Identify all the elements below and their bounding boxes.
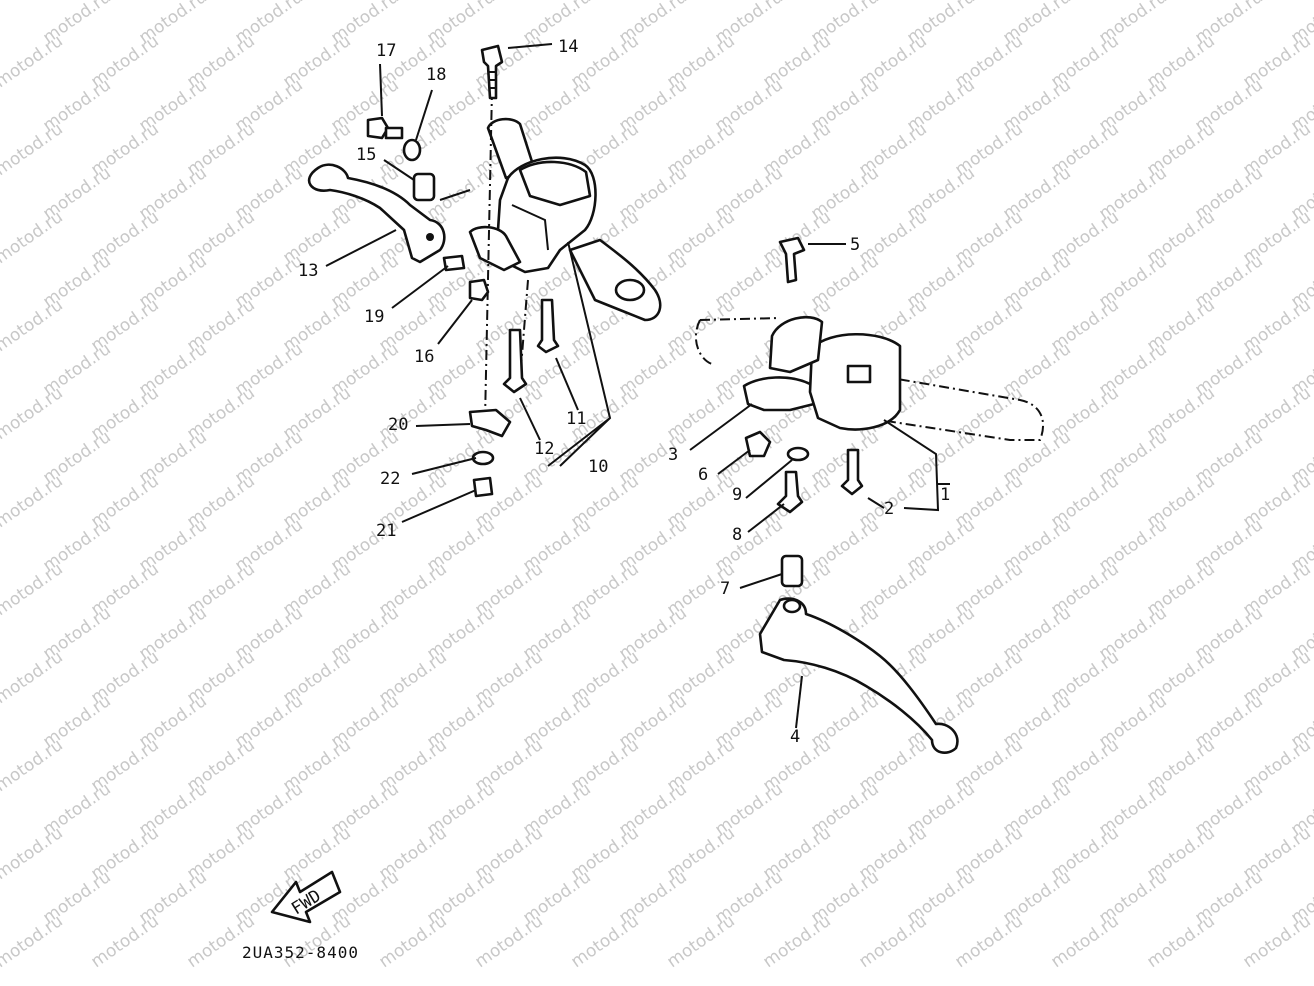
watermark-text: motod.ru xyxy=(0,295,67,356)
callout-14: 14 xyxy=(558,37,578,57)
callout-4: 4 xyxy=(790,727,800,747)
callout-10: 10 xyxy=(588,457,608,477)
watermark-text: motod.ru xyxy=(0,823,67,884)
watermark-text: motod.ru xyxy=(279,911,354,972)
clutch-lever xyxy=(758,597,959,754)
nut-6 xyxy=(744,430,772,458)
diagram-code: 2UA352-8400 xyxy=(242,943,359,962)
watermark-text: motod.ru xyxy=(0,647,67,708)
brake-switch-20 xyxy=(468,408,512,438)
collar-7 xyxy=(780,554,804,588)
fwd-arrow-icon: FWD xyxy=(270,870,342,924)
watermark-text: motod.ru xyxy=(471,911,546,972)
left-assembly xyxy=(307,43,662,523)
watermark-text: motod.ru xyxy=(759,911,834,972)
watermark-text: motod.ru xyxy=(567,911,642,972)
callout-5: 5 xyxy=(850,235,860,255)
spring-19 xyxy=(442,254,466,272)
callout-15: 15 xyxy=(356,145,376,165)
callout-2: 2 xyxy=(884,499,894,519)
watermark-text: motod.ru xyxy=(855,911,930,972)
washer-18 xyxy=(402,138,422,162)
callout-20: 20 xyxy=(388,415,408,435)
watermark-text: motod.ru xyxy=(0,383,67,444)
right-handlebar-outline xyxy=(694,317,1045,441)
watermark-text: motod.ru xyxy=(0,207,67,268)
watermark-text: motod.ru xyxy=(1239,911,1314,972)
watermark-text: motod.ru xyxy=(0,0,67,4)
watermark-text: motod.ru xyxy=(0,471,67,532)
callout-22: 22 xyxy=(380,469,400,489)
bolt-11 xyxy=(536,298,560,354)
brake-lever xyxy=(307,163,446,264)
callouts: 1 2 3 4 5 6 7 8 9 10 11 12 13 14 15 16 1… xyxy=(298,37,950,747)
collar-15 xyxy=(412,172,436,202)
callout-16: 16 xyxy=(414,347,434,367)
watermark-text: motod.ru xyxy=(1143,911,1218,972)
master-cylinder-bracket xyxy=(468,225,522,272)
fitting-hole xyxy=(614,278,646,302)
watermark-text: motod.ru xyxy=(0,31,67,92)
watermark-text: motod.ru xyxy=(183,911,258,972)
screw-5 xyxy=(778,236,806,284)
watermark-text: motod.ru xyxy=(87,911,162,972)
callout-12: 12 xyxy=(534,439,554,459)
left-centerline xyxy=(484,89,493,421)
callout-7: 7 xyxy=(720,579,730,599)
watermark-text: motod.ru xyxy=(0,559,67,620)
callout-1: 1 xyxy=(940,485,950,505)
bolt-8 xyxy=(776,470,804,514)
spring-17 xyxy=(384,126,404,140)
callout-6: 6 xyxy=(698,465,708,485)
watermark-text: motod.ru xyxy=(0,911,67,972)
watermark-text: motod.ru xyxy=(951,911,1026,972)
watermark-text: motod.ru xyxy=(1047,911,1122,972)
callout-3: 3 xyxy=(668,445,678,465)
washer-9 xyxy=(786,446,810,462)
nut-16 xyxy=(468,278,490,302)
watermark-text: motod.ru xyxy=(0,735,67,796)
screw-21 xyxy=(472,476,494,498)
callout-18: 18 xyxy=(426,65,446,85)
screw-2 xyxy=(840,448,864,496)
watermark-text: motod.ru xyxy=(663,911,738,972)
callout-9: 9 xyxy=(732,485,742,505)
clutch-perch xyxy=(742,376,816,412)
callout-13: 13 xyxy=(298,261,318,281)
watermark-text: motod.ru xyxy=(375,911,450,972)
callout-19: 19 xyxy=(364,307,384,327)
switch-button xyxy=(846,364,872,384)
callout-17: 17 xyxy=(376,41,396,61)
callout-21: 21 xyxy=(376,521,396,541)
lever-pivot xyxy=(782,598,802,614)
master-cylinder-cap xyxy=(518,160,592,207)
callout-8: 8 xyxy=(732,525,742,545)
switch-clamp xyxy=(768,315,824,374)
watermark-text: motod.ru xyxy=(0,119,67,180)
callout-11: 11 xyxy=(566,409,586,429)
bolt-12 xyxy=(502,328,528,394)
right-assembly xyxy=(689,236,1045,754)
brake-hose-fitting xyxy=(568,238,662,322)
